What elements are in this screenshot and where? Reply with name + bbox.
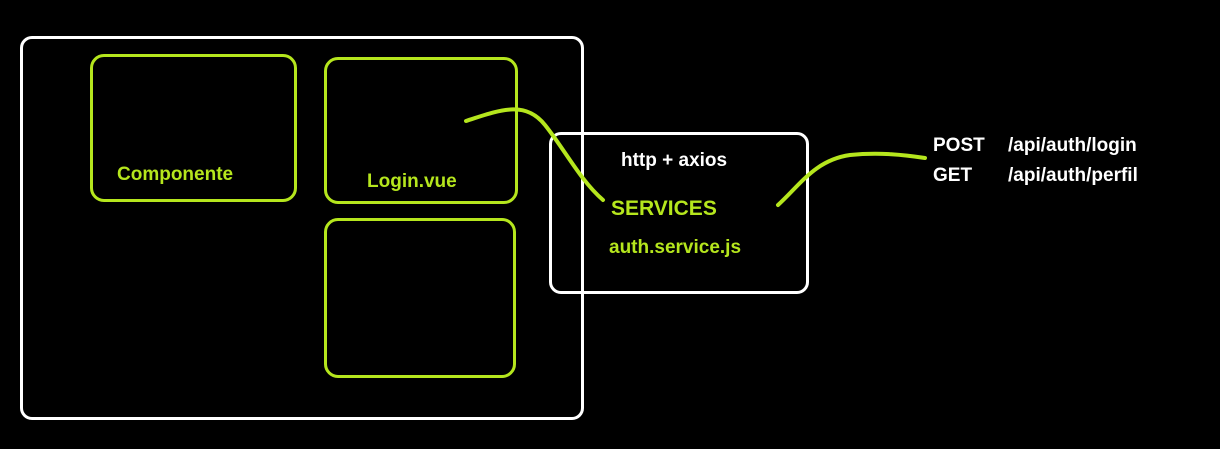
http-axios-label: http + axios xyxy=(621,150,728,171)
login-vue-label: Login.vue xyxy=(367,171,457,192)
login-vue-box xyxy=(324,57,518,204)
empty-component-box xyxy=(324,218,516,378)
component-label: Componente xyxy=(117,164,234,185)
services-to-api-connector xyxy=(776,151,927,207)
endpoint-path: /api/auth/perfil xyxy=(1008,165,1138,186)
auth-service-file-label: auth.service.js xyxy=(609,237,742,258)
endpoint-row: GET /api/auth/perfil xyxy=(933,166,1193,196)
endpoint-row: POST /api/auth/login xyxy=(933,136,1193,166)
component-box xyxy=(90,54,297,202)
login-to-services-connector xyxy=(464,107,605,202)
api-endpoints-list: POST /api/auth/login GET /api/auth/perfi… xyxy=(933,136,1193,196)
services-title: SERVICES xyxy=(611,197,717,220)
services-box xyxy=(549,132,809,294)
endpoint-method: POST xyxy=(933,135,985,156)
frontend-app-container xyxy=(20,36,584,420)
endpoint-path: /api/auth/login xyxy=(1008,135,1137,156)
endpoint-method: GET xyxy=(933,165,973,186)
